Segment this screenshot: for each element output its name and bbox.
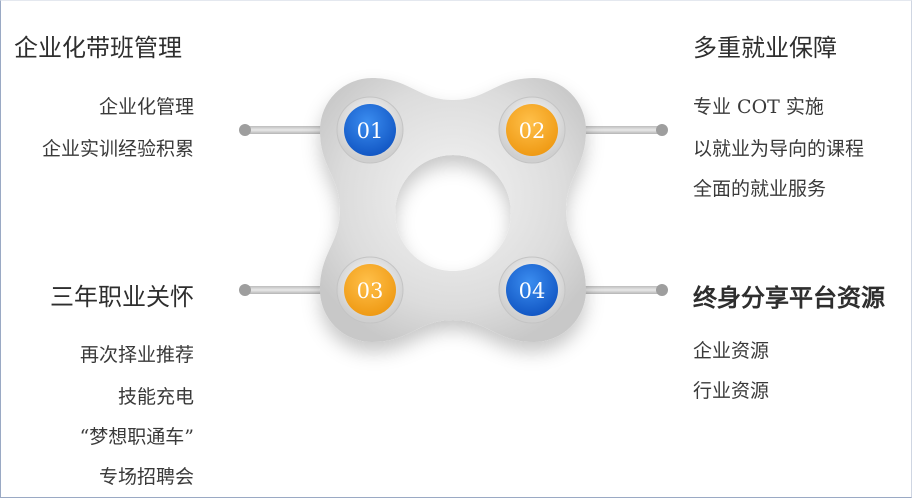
- quadrant-01-title: 企业化带班管理: [14, 34, 182, 62]
- metal-frame: [320, 78, 586, 342]
- quadrant-04-item: 行业资源: [693, 380, 770, 402]
- quadrant-01-item: 企业实训经验积累: [41, 138, 194, 160]
- quadrant-02-item: 全面的就业服务: [693, 178, 827, 200]
- quadrant-03-title: 三年职业关怀: [50, 283, 194, 311]
- quadrant-01-item: 企业化管理: [98, 96, 194, 118]
- quadrant-03-item: 技能充电: [117, 386, 194, 408]
- quadrant-02-item: 以就业为导向的课程: [693, 138, 865, 160]
- quadrant-03-item: 专场招聘会: [98, 466, 194, 488]
- quadrant-02-title: 多重就业保障: [693, 34, 837, 62]
- quadrant-04-item: 企业资源: [693, 340, 770, 362]
- quadrant-02-item: 专业 COT 实施: [693, 96, 824, 118]
- quadrant-04-title: 终身分享平台资源: [693, 283, 885, 312]
- quadrant-03-item: “梦想职通车”: [79, 426, 194, 448]
- connector-lines: [239, 124, 668, 296]
- quadrant-03-item: 再次择业推荐: [79, 344, 194, 366]
